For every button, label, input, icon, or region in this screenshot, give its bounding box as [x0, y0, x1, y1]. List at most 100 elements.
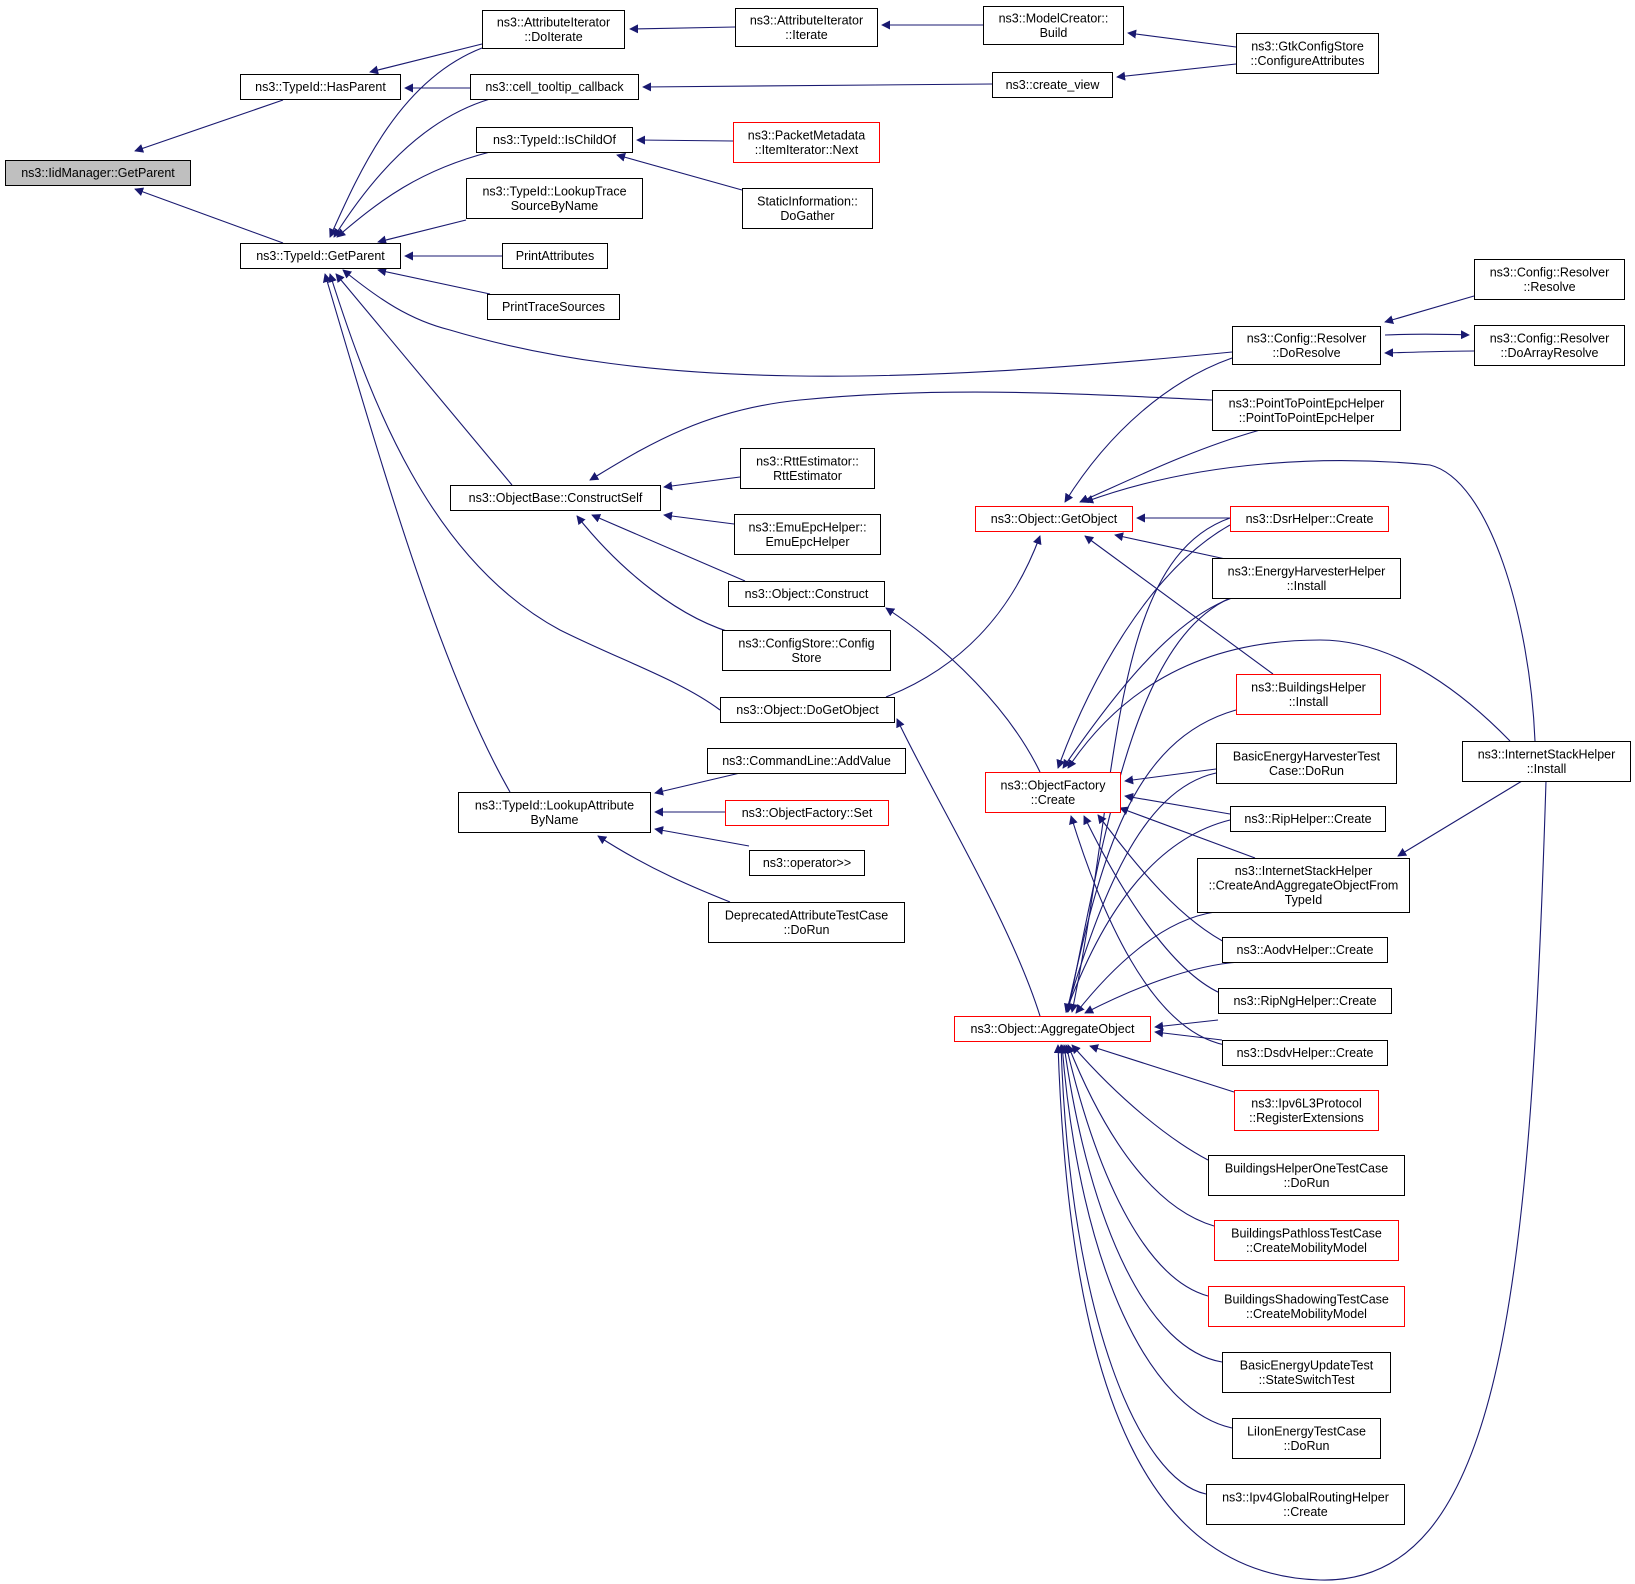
node-box — [1462, 741, 1631, 782]
node-label: ::Install — [1289, 695, 1329, 709]
node-label: ::Iterate — [785, 28, 827, 42]
node-bldonetest[interactable]: BuildingsHelperOneTestCase::DoRun — [1208, 1155, 1405, 1196]
node-getobject[interactable]: ns3::Object::GetObject — [975, 506, 1133, 532]
node-hasparent[interactable]: ns3::TypeId::HasParent — [240, 74, 401, 100]
edge-inetinstall-to-aggregate — [1053, 780, 1547, 1581]
node-inetinstall[interactable]: ns3::InternetStackHelper::Install — [1462, 741, 1631, 782]
node-dogetobject[interactable]: ns3::Object::DoGetObject — [720, 697, 895, 723]
node-cell-tooltip[interactable]: ns3::cell_tooltip_callback — [470, 74, 639, 100]
node-label: ns3::EmuEpcHelper:: — [748, 520, 866, 534]
node-label: ns3::Object::DoGetObject — [736, 703, 879, 717]
node-gtkconfig[interactable]: ns3::GtkConfigStore::ConfigureAttributes — [1236, 33, 1379, 74]
node-box — [1218, 988, 1392, 1014]
edge-gtkconfig-to-createview — [1116, 63, 1237, 81]
node-getparent[interactable]: ns3::TypeId::GetParent — [240, 243, 401, 269]
node-configstore[interactable]: ns3::ConfigStore::ConfigStore — [722, 630, 891, 671]
node-packetmeta[interactable]: ns3::PacketMetadata::ItemIterator::Next — [733, 122, 880, 163]
node-box — [992, 72, 1113, 98]
node-label: ns3::PacketMetadata — [748, 128, 865, 142]
node-box — [749, 850, 865, 876]
node-objconstruct[interactable]: ns3::Object::Construct — [728, 581, 885, 607]
edge-cell-tooltip-to-getparent — [333, 98, 491, 238]
node-bldshadow[interactable]: BuildingsShadowingTestCase::CreateMobili… — [1208, 1286, 1405, 1327]
node-label: ns3::AttributeIterator — [497, 15, 610, 29]
node-label: ::DoRun — [1284, 1176, 1330, 1190]
node-createaggr[interactable]: ns3::InternetStackHelper::CreateAndAggre… — [1197, 858, 1410, 913]
node-ripcreate[interactable]: ns3::RipHelper::Create — [1230, 806, 1386, 832]
node-constructself[interactable]: ns3::ObjectBase::ConstructSelf — [450, 485, 661, 511]
node-box — [1208, 1286, 1405, 1327]
node-bldpathloss[interactable]: BuildingsPathlossTestCase::CreateMobilit… — [1214, 1220, 1399, 1261]
edge-buildingsinstall-to-getobject — [1084, 535, 1274, 675]
node-createview[interactable]: ns3::create_view — [992, 72, 1113, 98]
node-objfactcreate[interactable]: ns3::ObjectFactory::Create — [985, 772, 1121, 813]
node-box — [1212, 558, 1401, 599]
node-box — [450, 485, 661, 511]
node-printattributes[interactable]: PrintAttributes — [502, 243, 608, 269]
node-liion[interactable]: LiIonEnergyTestCase::DoRun — [1232, 1418, 1381, 1459]
node-label: BasicEnergyUpdateTest — [1240, 1358, 1374, 1372]
node-basicenergyupd[interactable]: BasicEnergyUpdateTest::StateSwitchTest — [1222, 1352, 1391, 1393]
node-label: ns3::TypeId::HasParent — [255, 80, 386, 94]
node-label: DoGather — [780, 209, 834, 223]
node-attriter-doiterate[interactable]: ns3::AttributeIterator::DoIterate — [482, 10, 625, 49]
node-aodvcreate[interactable]: ns3::AodvHelper::Create — [1222, 937, 1388, 963]
node-attriter-iterate[interactable]: ns3::AttributeIterator::Iterate — [735, 8, 878, 47]
node-dsrcreate[interactable]: ns3::DsrHelper::Create — [1230, 506, 1389, 532]
node-label: BuildingsPathlossTestCase — [1231, 1226, 1382, 1240]
node-energyharv[interactable]: ns3::EnergyHarvesterHelper::Install — [1212, 558, 1401, 599]
node-ipv4global[interactable]: ns3::Ipv4GlobalRoutingHelper::Create — [1206, 1484, 1405, 1525]
node-box — [742, 188, 873, 229]
node-box — [1230, 506, 1389, 532]
node-box — [1216, 743, 1397, 784]
node-label: ns3::Object::AggregateObject — [971, 1022, 1136, 1036]
node-doresolve[interactable]: ns3::Config::Resolver::DoResolve — [1232, 326, 1381, 365]
node-label: TypeId — [1285, 893, 1323, 907]
node-label: ns3::ModelCreator:: — [999, 11, 1109, 25]
node-deprecated[interactable]: DeprecatedAttributeTestCase::DoRun — [708, 902, 905, 943]
node-rttest[interactable]: ns3::RttEstimator::RttEstimator — [740, 448, 875, 489]
edge-attriter-doiterate-to-hasparent — [369, 43, 483, 75]
edge-ipv4global-to-aggregate — [1056, 1044, 1207, 1495]
node-label: StaticInformation:: — [757, 194, 858, 208]
node-ripngcreate[interactable]: ns3::RipNgHelper::Create — [1218, 988, 1392, 1014]
node-modelcreator[interactable]: ns3::ModelCreator::Build — [983, 6, 1124, 45]
node-label: ::Create — [1283, 1505, 1328, 1519]
node-box — [1234, 1090, 1379, 1131]
node-label: BuildingsShadowingTestCase — [1224, 1292, 1389, 1306]
node-label: ::CreateMobilityModel — [1246, 1307, 1367, 1321]
node-ipv6ext[interactable]: ns3::Ipv6L3Protocol::RegisterExtensions — [1234, 1090, 1379, 1131]
node-resolve[interactable]: ns3::Config::Resolver::Resolve — [1474, 259, 1625, 300]
node-objfactset[interactable]: ns3::ObjectFactory::Set — [725, 800, 889, 826]
node-label: ns3::CommandLine::AddValue — [722, 754, 891, 768]
node-staticinfo[interactable]: StaticInformation::DoGather — [742, 188, 873, 229]
node-box — [5, 160, 191, 186]
node-buildingsinstall[interactable]: ns3::BuildingsHelper::Install — [1236, 674, 1381, 715]
edge-dsrcreate-to-objfactcreate — [1056, 524, 1231, 769]
node-emuepc[interactable]: ns3::EmuEpcHelper::EmuEpcHelper — [734, 514, 881, 555]
node-operator[interactable]: ns3::operator>> — [749, 850, 865, 876]
node-label: ns3::IidManager::GetParent — [21, 166, 175, 180]
node-ischildof[interactable]: ns3::TypeId::IsChildOf — [476, 127, 633, 153]
edge-buildingsinstall-to-aggregate — [1064, 709, 1237, 1013]
node-label: ns3::Config::Resolver — [1490, 331, 1610, 345]
node-box — [240, 74, 401, 100]
node-printtracesources[interactable]: PrintTraceSources — [487, 294, 620, 320]
node-label: ::CreateAndAggregateObjectFrom — [1209, 879, 1399, 893]
node-label: ns3::Ipv6L3Protocol — [1251, 1096, 1362, 1110]
node-box — [470, 74, 639, 100]
node-addvalue[interactable]: ns3::CommandLine::AddValue — [707, 748, 906, 774]
node-doarrayresolve[interactable]: ns3::Config::Resolver::DoArrayResolve — [1474, 325, 1625, 366]
edge-getparent-to-root — [134, 187, 284, 244]
node-root[interactable]: ns3::IidManager::GetParent — [5, 160, 191, 186]
edge-gtkconfig-to-modelcreator — [1127, 29, 1237, 48]
node-label: ns3::Object::Construct — [745, 587, 869, 601]
node-aggregate[interactable]: ns3::Object::AggregateObject — [954, 1016, 1151, 1042]
node-box — [1197, 858, 1410, 913]
node-p2pepc[interactable]: ns3::PointToPointEpcHelper::PointToPoint… — [1212, 390, 1401, 431]
node-label: ns3::Config::Resolver — [1490, 265, 1610, 279]
node-dsdvcreate[interactable]: ns3::DsdvHelper::Create — [1222, 1040, 1388, 1066]
